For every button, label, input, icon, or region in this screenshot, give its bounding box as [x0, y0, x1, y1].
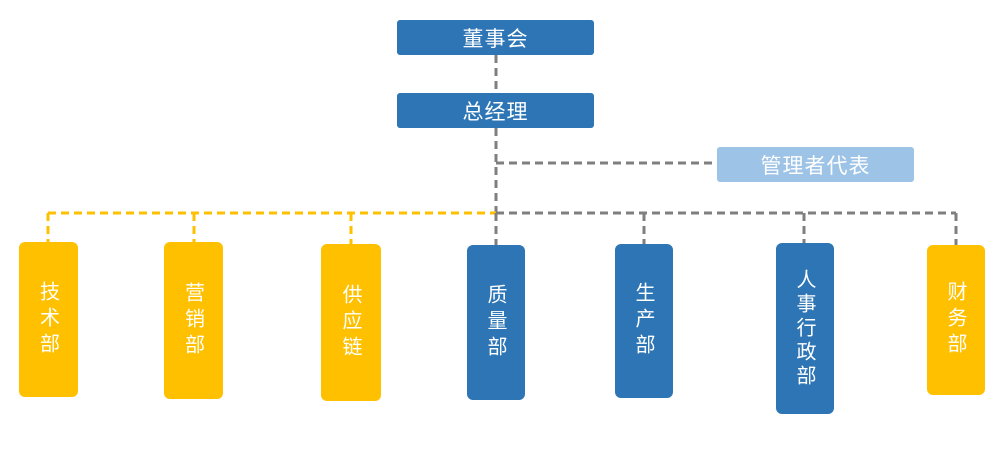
dept-hr-admin-label: 人事行政部	[793, 268, 817, 389]
management-representative-label: 管理者代表	[760, 153, 871, 178]
dept-finance-label: 财务部	[944, 281, 968, 359]
dept-production-label: 生产部	[632, 282, 656, 360]
dept-supply-chain-label: 供应链	[339, 283, 363, 362]
management-representative-node: 管理者代表	[717, 147, 914, 182]
dept-sales-label: 营销部	[181, 281, 206, 360]
dept-supply-chain: 供应链	[321, 244, 381, 401]
dept-production: 生产部	[615, 244, 673, 398]
dept-technology: 技术部	[19, 242, 78, 397]
dept-technology-label: 技术部	[36, 280, 61, 359]
general-manager-label: 总经理	[462, 99, 529, 124]
general-manager-node: 总经理	[397, 93, 594, 128]
dept-sales: 营销部	[164, 242, 223, 399]
dept-quality: 质量部	[467, 245, 525, 400]
board-node: 董事会	[397, 20, 594, 55]
dept-finance: 财务部	[927, 245, 985, 395]
dept-quality-label: 质量部	[484, 283, 508, 362]
dept-hr-admin: 人事行政部	[776, 243, 834, 414]
board-label: 董事会	[462, 26, 529, 51]
